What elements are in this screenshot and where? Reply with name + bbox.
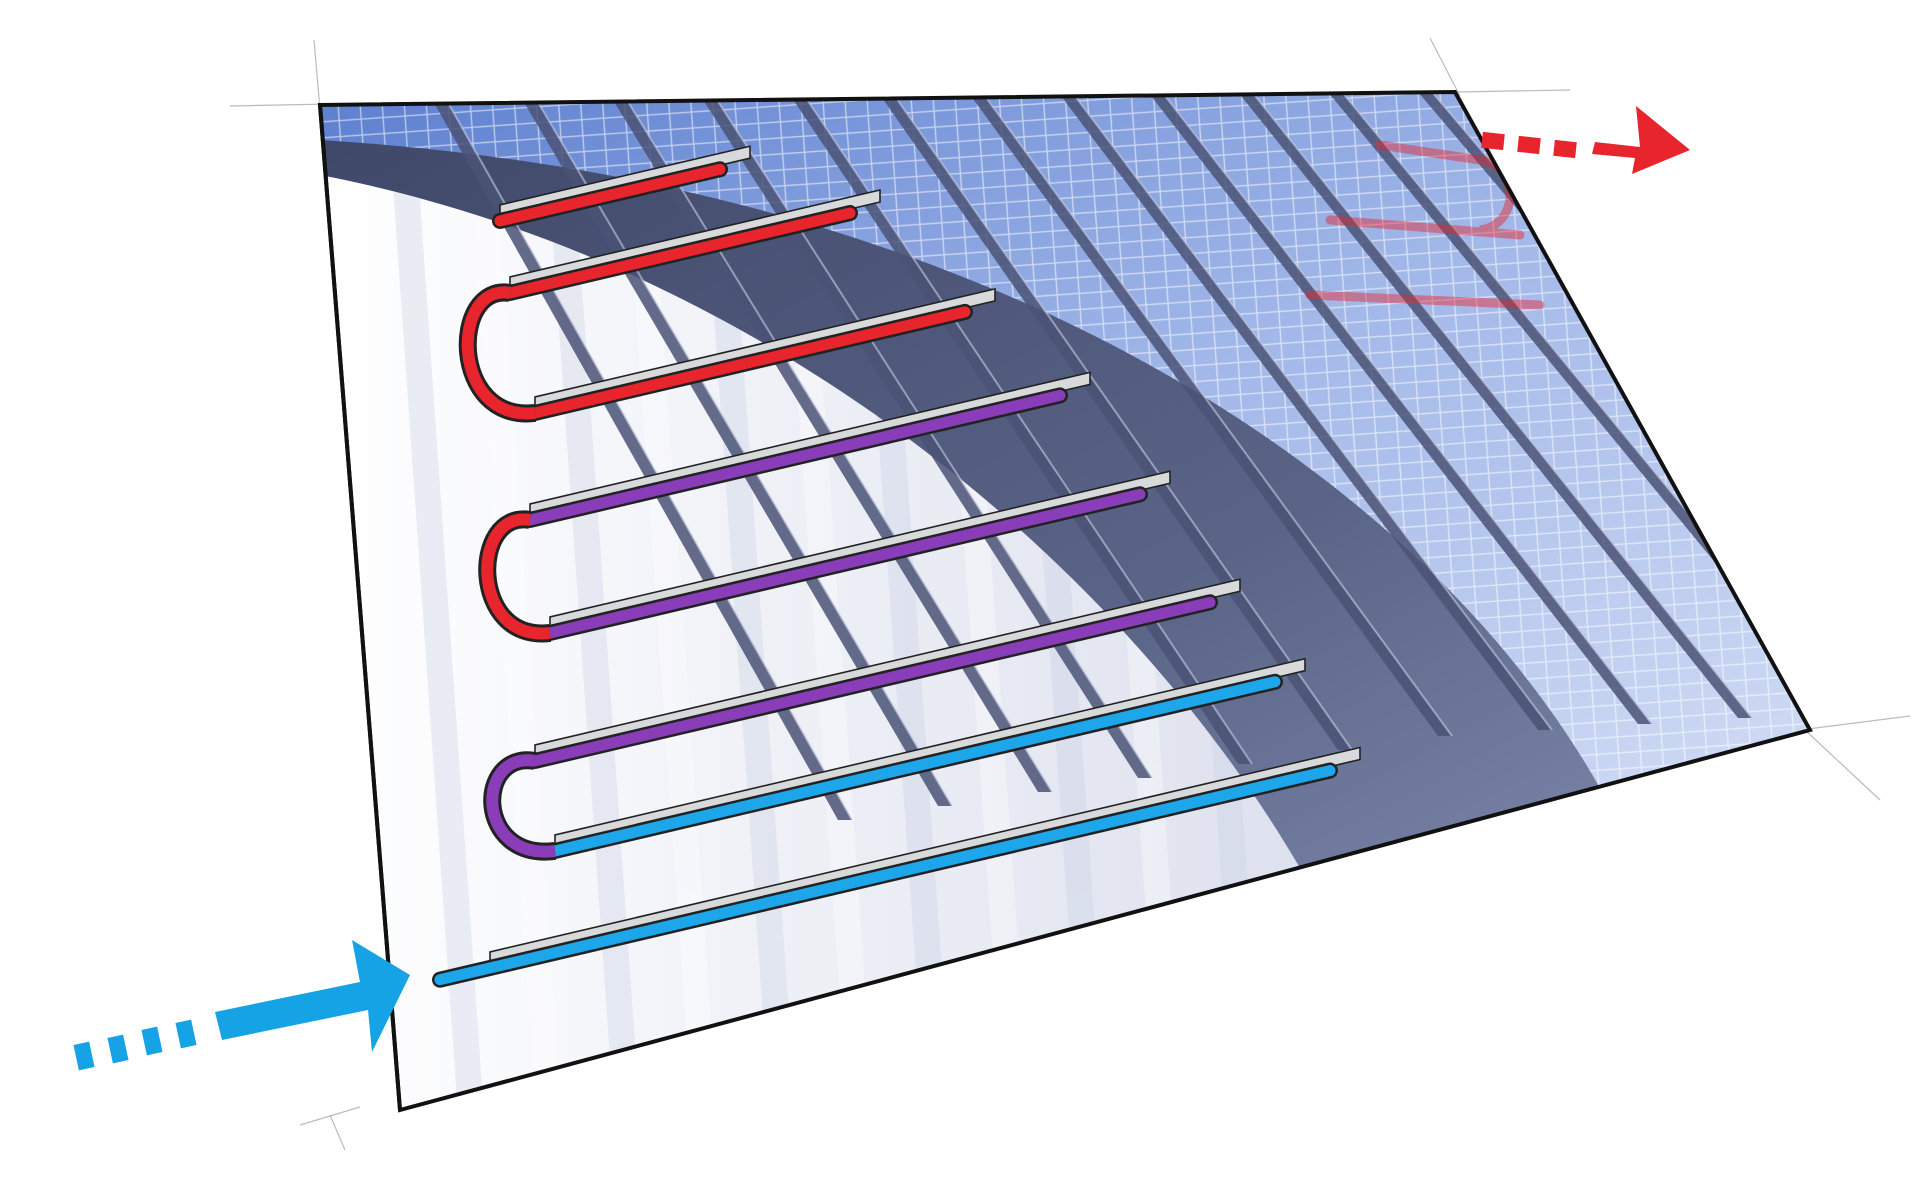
guide-lines xyxy=(229,37,1911,1151)
pipe-run xyxy=(434,765,1336,986)
pipe-u-bend xyxy=(461,286,536,420)
fin-ridge xyxy=(968,92,1452,736)
fluid-inlet-arrow xyxy=(73,940,410,1071)
pipe-run xyxy=(529,596,1216,767)
serpentine-pipe xyxy=(432,145,1361,988)
pipe-ghost-behind-glass xyxy=(1305,140,1545,310)
fin-highlight xyxy=(1251,92,1753,719)
plate-sheen-stripe xyxy=(386,92,486,1110)
pipe-ghost-run xyxy=(1375,140,1485,165)
fin-highlight xyxy=(891,92,1353,751)
pipe-run xyxy=(494,163,726,227)
fin-highlight xyxy=(801,92,1253,765)
fin-ridge xyxy=(1058,92,1552,730)
fin-highlight xyxy=(711,92,1153,779)
pipe-run xyxy=(544,488,1146,639)
pipe-run xyxy=(504,207,856,299)
fin-ridge xyxy=(1148,92,1652,724)
fluid-outlet-arrow xyxy=(1481,106,1690,174)
fin-highlight xyxy=(1161,92,1653,725)
pipe-run xyxy=(524,389,1066,526)
plate-sheen-stripe xyxy=(620,92,720,1110)
pipe-ghost-run xyxy=(1305,290,1545,310)
pv-cell-grid xyxy=(320,92,1810,788)
pipe-run xyxy=(529,306,971,419)
fin-highlight xyxy=(1071,92,1553,731)
pipe-run xyxy=(549,676,1281,857)
pipe-u-bend xyxy=(486,754,556,858)
pipe-ghost-run xyxy=(1325,215,1525,240)
fin-highlight xyxy=(981,92,1453,737)
pipe-ghost-bend xyxy=(1479,155,1515,235)
fin-ridge xyxy=(1238,92,1752,718)
pipe-u-bend xyxy=(481,513,551,640)
fin-ridge xyxy=(788,92,1252,764)
